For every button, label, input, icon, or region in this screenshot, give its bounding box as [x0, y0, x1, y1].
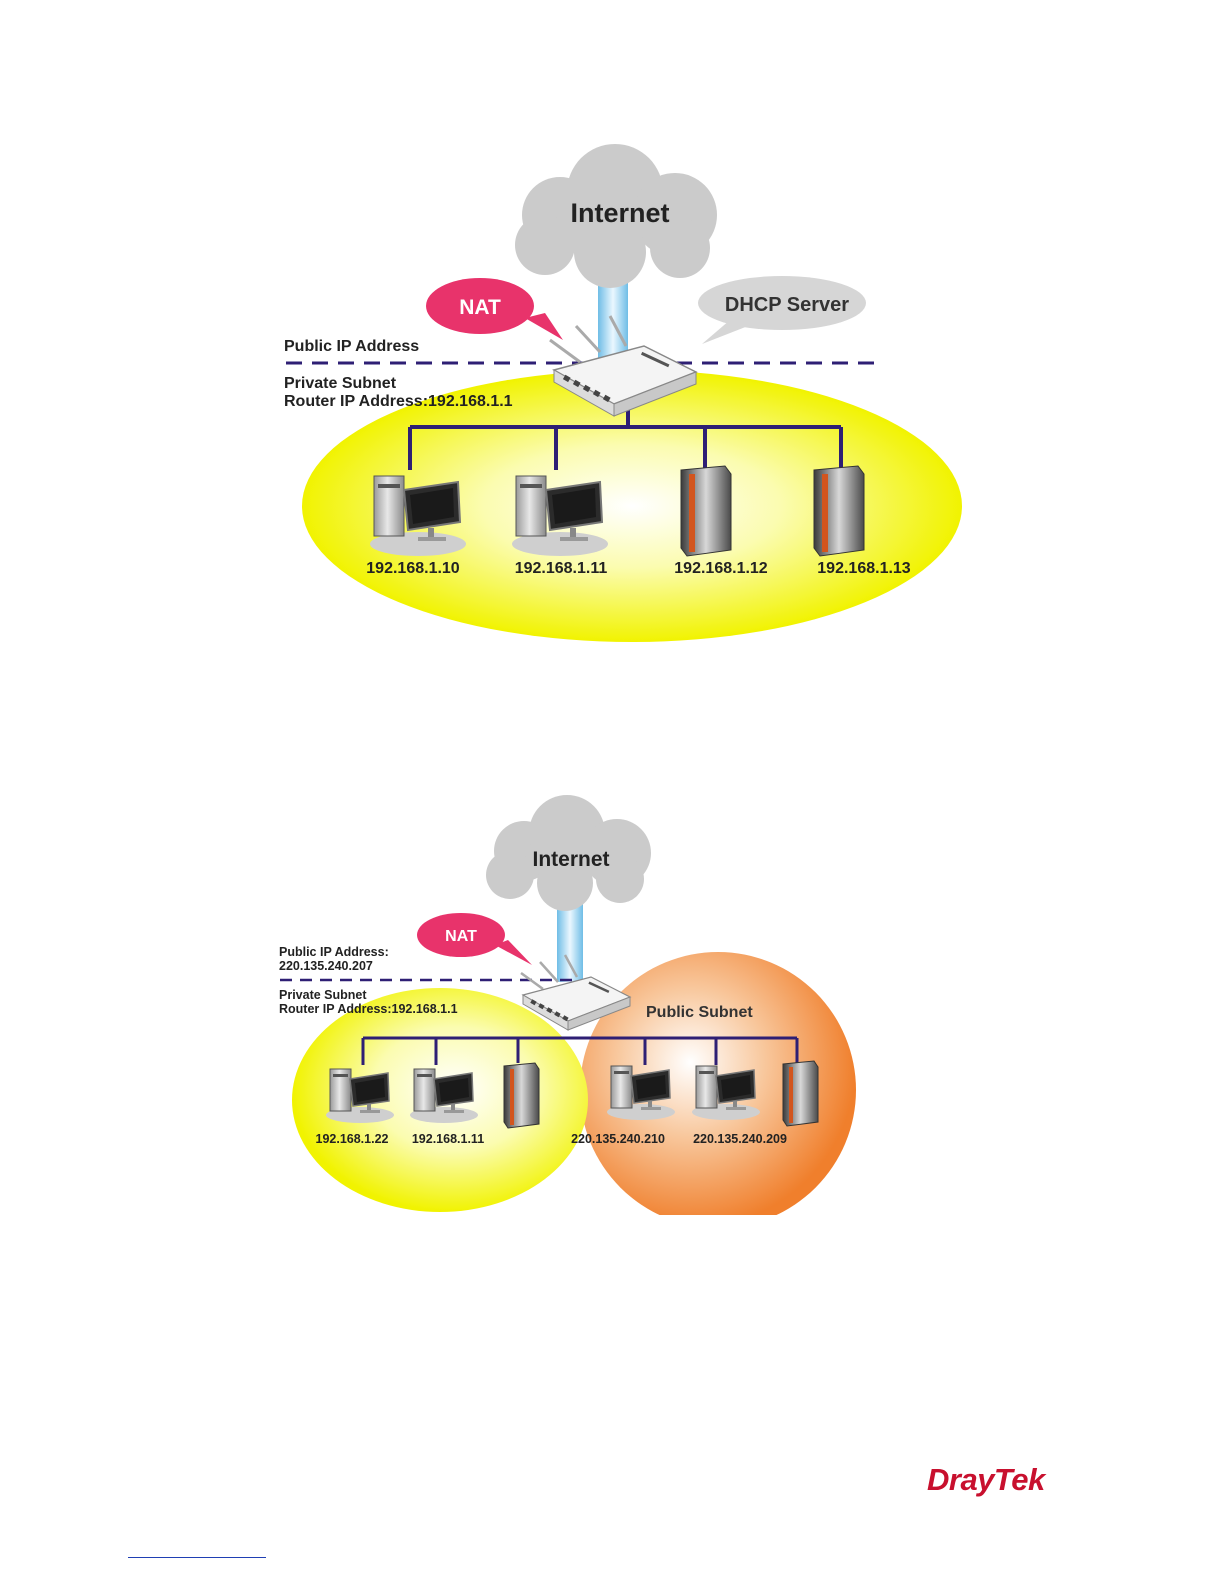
pc-icon — [369, 475, 467, 557]
pc-icon — [511, 475, 609, 557]
router-ip-label: Router IP Address:192.168.1.1 — [279, 1002, 458, 1016]
internet-cloud-icon — [486, 795, 651, 911]
public-ip-label: Public IP Address — [284, 338, 419, 355]
host-ip-label: 192.168.1.13 — [817, 560, 911, 577]
footer-link-underline — [128, 1557, 266, 1558]
nat-label: NAT — [459, 296, 501, 319]
nat-dhcp-diagram: Internet NAT DHCP Server Public IP Addre… — [284, 144, 962, 642]
server-icon — [782, 1060, 819, 1127]
private-subnet-label: Private Subnet — [284, 375, 397, 392]
pc-icon — [691, 1065, 761, 1121]
public-subnet-label: Public Subnet — [646, 1004, 753, 1021]
internet-uplink — [557, 897, 583, 982]
dhcp-server-label: DHCP Server — [725, 294, 849, 316]
nat-bubble — [417, 913, 532, 965]
private-subnet-label: Private Subnet — [279, 988, 367, 1002]
private-subnet-zone — [302, 370, 962, 642]
nat-bubble — [426, 278, 563, 340]
internet-label: Internet — [532, 848, 609, 871]
host-ip-label: 192.168.1.12 — [674, 560, 768, 577]
dhcp-bubble — [698, 276, 866, 344]
host-ip-label: 192.168.1.22 — [316, 1132, 389, 1146]
lan-bus — [361, 1036, 799, 1065]
server-icon — [503, 1062, 540, 1129]
host-ip-label: 192.168.1.11 — [412, 1132, 484, 1146]
pc-icon — [409, 1068, 479, 1124]
host-ip-label: 192.168.1.11 — [515, 560, 608, 577]
server-icon — [680, 465, 732, 557]
lan-bus — [408, 392, 843, 470]
public-ip-value: 220.135.240.207 — [279, 959, 373, 973]
internet-label: Internet — [570, 198, 669, 228]
nat-public-subnet-diagram: Internet NAT Public IP Address: 220.135.… — [279, 795, 856, 1215]
public-ip-label: Public IP Address: — [279, 945, 389, 959]
pc-icon — [325, 1068, 395, 1124]
pc-icon — [606, 1065, 676, 1121]
internet-cloud-icon — [515, 144, 717, 288]
host-ip-label: 192.168.1.10 — [366, 560, 460, 577]
host-ip-label: 220.135.240.210 — [571, 1132, 665, 1146]
host-ip-label: 220.135.240.209 — [693, 1132, 787, 1146]
server-icon — [813, 465, 865, 557]
router-ip-label: Router IP Address:192.168.1.1 — [284, 393, 513, 410]
draytek-logo: DrayTek — [927, 1462, 1045, 1497]
nat-label: NAT — [445, 928, 477, 945]
